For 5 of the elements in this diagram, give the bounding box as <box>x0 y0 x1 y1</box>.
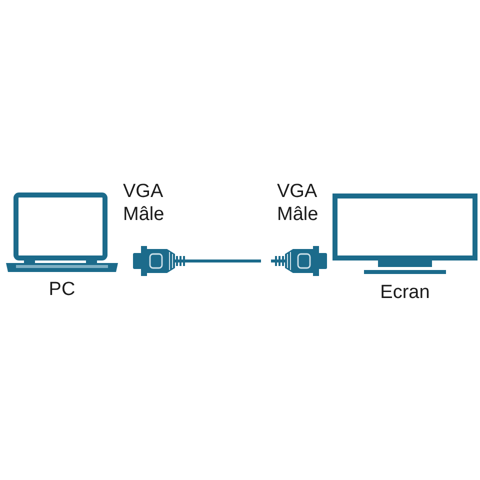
device-label: PC <box>48 278 76 301</box>
connector-label: VGA Mâle <box>277 180 320 226</box>
device-label: Ecran <box>380 281 430 304</box>
connector-label: VGA Mâle <box>123 180 166 226</box>
cable <box>189 260 261 262</box>
